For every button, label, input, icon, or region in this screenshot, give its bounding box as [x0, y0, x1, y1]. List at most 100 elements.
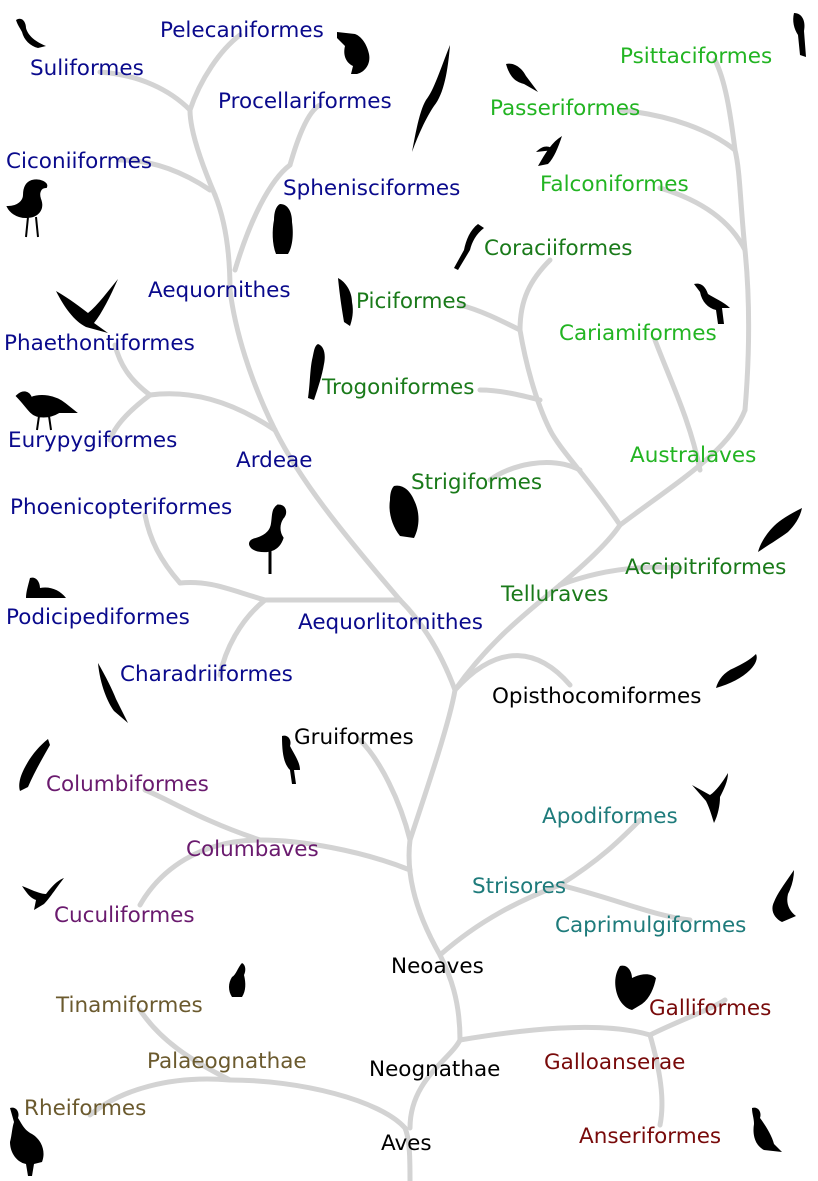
label-opisthocomiformes: Opisthocomiformes	[492, 684, 702, 709]
label-anseriformes: Anseriformes	[579, 1124, 722, 1149]
branch-aequornithes-up	[212, 192, 233, 293]
branch-coraciiformes	[517, 257, 553, 333]
cormorant-icon	[16, 18, 46, 48]
branch-aequorlitornithes	[397, 597, 458, 693]
label-ardeae: Ardeae	[236, 448, 313, 473]
label-ciconiiformes: Ciconiiformes	[6, 149, 153, 174]
label-cuculiformes: Cuculiformes	[54, 903, 195, 928]
label-apodiformes: Apodiformes	[542, 804, 678, 829]
branch-piciformes	[457, 302, 523, 333]
branch-aequornithes	[227, 287, 278, 433]
label-cariamiformes: Cariamiformes	[559, 321, 717, 346]
branch-caprimulgiformes	[557, 882, 693, 923]
branch-neoaves	[437, 952, 463, 1043]
branch-telluraves	[452, 582, 563, 693]
branch-sphenisciformes	[232, 162, 293, 273]
label-aves: Aves	[381, 1131, 432, 1156]
seriema-icon	[694, 283, 730, 324]
label-tinamiformes: Tinamiformes	[56, 993, 203, 1018]
branch-passeriformes	[617, 107, 738, 153]
label-palaeognathae: Palaeognathae	[147, 1049, 307, 1074]
branch-eurypygiformes-split	[147, 391, 278, 433]
tinamou-icon	[229, 963, 246, 997]
owl-icon	[389, 485, 419, 538]
pigeon-icon	[19, 739, 50, 791]
nightjar-icon	[772, 870, 796, 922]
parrot-icon	[793, 13, 806, 57]
falcon-icon	[536, 136, 562, 166]
pelican-icon	[337, 32, 370, 74]
branch-opisthocomiformes	[452, 653, 573, 693]
label-charadriiformes: Charadriiformes	[120, 662, 293, 687]
label-neognathae: Neognathae	[369, 1057, 501, 1082]
branch-ciconiiformes	[117, 157, 213, 193]
label-gruiformes: Gruiformes	[294, 725, 414, 750]
label-neoaves: Neoaves	[391, 954, 484, 979]
label-procellariformes: Procellariformes	[218, 89, 392, 114]
branch-galloanserae	[457, 1024, 653, 1043]
label-strisores: Strisores	[472, 874, 567, 899]
branch-anseriformes	[647, 1032, 665, 1128]
eagle-icon	[758, 508, 802, 552]
branch-australaves-up	[742, 247, 752, 413]
hummingbird-icon	[692, 773, 728, 823]
branch-strisores	[437, 882, 563, 958]
label-caprimulgiformes: Caprimulgiformes	[555, 913, 747, 938]
crane-icon	[282, 735, 300, 784]
branch-aves-trunk	[402, 1125, 413, 1181]
branch-upper-main	[407, 687, 458, 843]
branch-accipitriformes	[557, 564, 683, 588]
label-psittaciformes: Psittaciformes	[620, 44, 773, 69]
branch-telluraves-up	[557, 522, 623, 588]
rooster-icon	[615, 965, 656, 1010]
hornbill-icon	[454, 224, 484, 270]
branch-palaeognathae	[227, 1077, 408, 1131]
label-accipitriformes: Accipitriformes	[625, 555, 787, 580]
label-columbiformes: Columbiformes	[46, 772, 209, 797]
heron-icon	[6, 179, 48, 238]
label-coraciiformes: Coraciiformes	[484, 236, 633, 261]
branch-pelecaniformes	[187, 32, 243, 113]
gull-icon	[94, 663, 128, 723]
label-podicipediformes: Podicipediformes	[6, 605, 190, 630]
branch-strigiformes	[487, 460, 583, 483]
branch-tinamiformes	[137, 1007, 233, 1083]
branch-neognathae	[407, 1037, 463, 1131]
albatross-icon	[412, 45, 450, 152]
sunbittern-icon	[15, 391, 78, 431]
label-galloanserae: Galloanserae	[544, 1050, 686, 1075]
label-suliformes: Suliformes	[30, 56, 144, 81]
branch-gruiformes	[357, 737, 413, 843]
label-passeriformes: Passeriformes	[490, 96, 641, 121]
label-phaethontiformes: Phaethontiformes	[4, 331, 195, 356]
tropicbird-icon	[56, 279, 118, 333]
branch-phoenicopteriformes	[142, 512, 183, 586]
branch-apodiformes	[557, 817, 643, 888]
label-falconiformes: Falconiformes	[540, 172, 689, 197]
branch-cuculiformes	[137, 837, 263, 908]
duck-icon	[752, 1107, 782, 1152]
branch-phaethontiformes	[112, 342, 153, 398]
branch-eurypygiformes	[107, 392, 153, 443]
branch-pelecaniformes-up	[187, 107, 218, 198]
label-piciformes: Piciformes	[356, 289, 467, 314]
branch-cariamiformes	[652, 337, 703, 473]
branch-afroaves-up	[517, 327, 553, 433]
branch-columbaves	[257, 837, 413, 873]
grebe-icon	[26, 577, 66, 598]
passerine-icon	[506, 63, 538, 92]
label-rheiformes: Rheiformes	[24, 1096, 147, 1121]
label-eurypygiformes: Eurypygiformes	[8, 428, 178, 453]
branch-ardeae	[272, 427, 403, 603]
cuckoo-icon	[22, 878, 64, 910]
trogon-icon	[308, 344, 325, 400]
hoatzin-icon	[716, 654, 757, 688]
flamingo-icon	[249, 504, 287, 574]
penguin-icon	[272, 204, 293, 254]
branch-podicipediformes	[177, 579, 268, 603]
branch-suliformes	[97, 69, 193, 113]
woodpecker-icon	[338, 278, 353, 326]
branch-falconiformes	[657, 185, 748, 253]
